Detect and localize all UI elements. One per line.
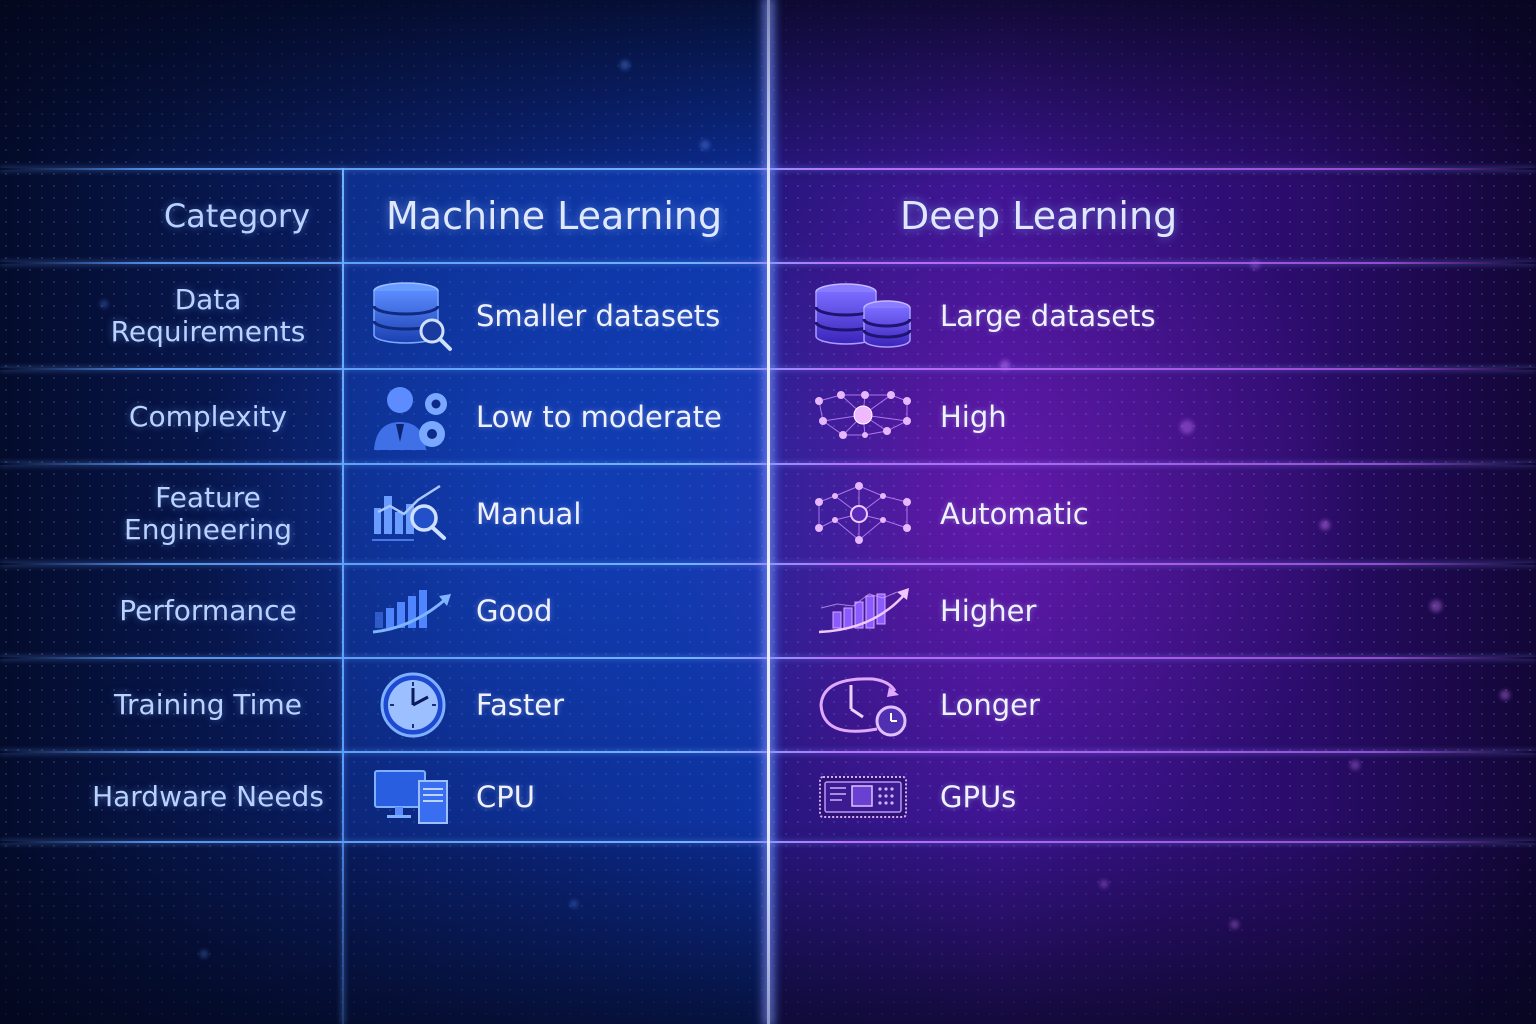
category-label: Feature (155, 481, 261, 514)
neural-network-auto-icon (810, 474, 916, 554)
desktop-computer-icon (368, 757, 458, 837)
ml-value: Low to moderate (476, 399, 722, 434)
dl-value: High (940, 399, 1007, 434)
ml-dl-divider (767, 0, 770, 1024)
ml-complexity: Low to moderate (368, 370, 722, 463)
databases-icon (810, 276, 916, 356)
dl-value: Longer (940, 688, 1040, 722)
gpu-chip-icon (810, 757, 916, 837)
header-deep-learning: Deep Learning (900, 194, 1178, 238)
category-hardware-needs: Hardware Needs (92, 780, 324, 813)
header-category: Category (163, 197, 310, 235)
ml-value: Smaller datasets (476, 299, 721, 333)
dl-hardware-needs: GPUs (810, 753, 1016, 841)
dl-data-requirements: Large datasets (810, 264, 1156, 368)
category-column-divider (342, 168, 344, 1024)
ml-training-time: Faster (368, 659, 564, 751)
category-feature-engineering: Feature Engineering (70, 465, 346, 563)
header-machine-learning: Machine Learning (386, 194, 723, 238)
ml-performance: Good (368, 565, 552, 657)
dl-complexity: High (810, 370, 1007, 463)
ml-value: CPU (476, 780, 535, 814)
bar-chart-arrow-icon (810, 571, 916, 651)
category-label: Engineering (124, 513, 292, 546)
dl-performance: Higher (810, 565, 1036, 657)
dl-value: Large datasets (940, 299, 1156, 333)
ml-feature-engineering: Manual (368, 465, 581, 563)
ml-data-requirements: Smaller datasets (368, 264, 720, 368)
category-data-requirements: Data Requirements (70, 264, 346, 368)
clock-icon (368, 665, 458, 745)
ml-value: Good (476, 594, 553, 628)
category-complexity: Complexity (128, 399, 288, 433)
chart-magnifier-icon (368, 474, 458, 554)
ml-hardware-needs: CPU (368, 753, 535, 841)
database-search-icon (368, 276, 458, 356)
dl-value: Automatic (940, 497, 1089, 531)
dl-value: Higher (940, 594, 1037, 628)
clock-cycle-icon (810, 665, 916, 745)
dl-feature-engineering: Automatic (810, 465, 1089, 563)
category-label: Requirements (110, 315, 306, 348)
bar-chart-up-icon (368, 571, 458, 651)
ml-value: Faster (476, 688, 565, 722)
neural-network-icon (810, 377, 916, 457)
category-label: Data (174, 283, 242, 316)
ml-value: Manual (476, 497, 582, 531)
category-training-time: Training Time (114, 688, 302, 721)
dl-value: GPUs (940, 780, 1017, 814)
dl-training-time: Longer (810, 659, 1040, 751)
category-performance: Performance (119, 594, 297, 627)
person-gears-icon (368, 377, 458, 457)
